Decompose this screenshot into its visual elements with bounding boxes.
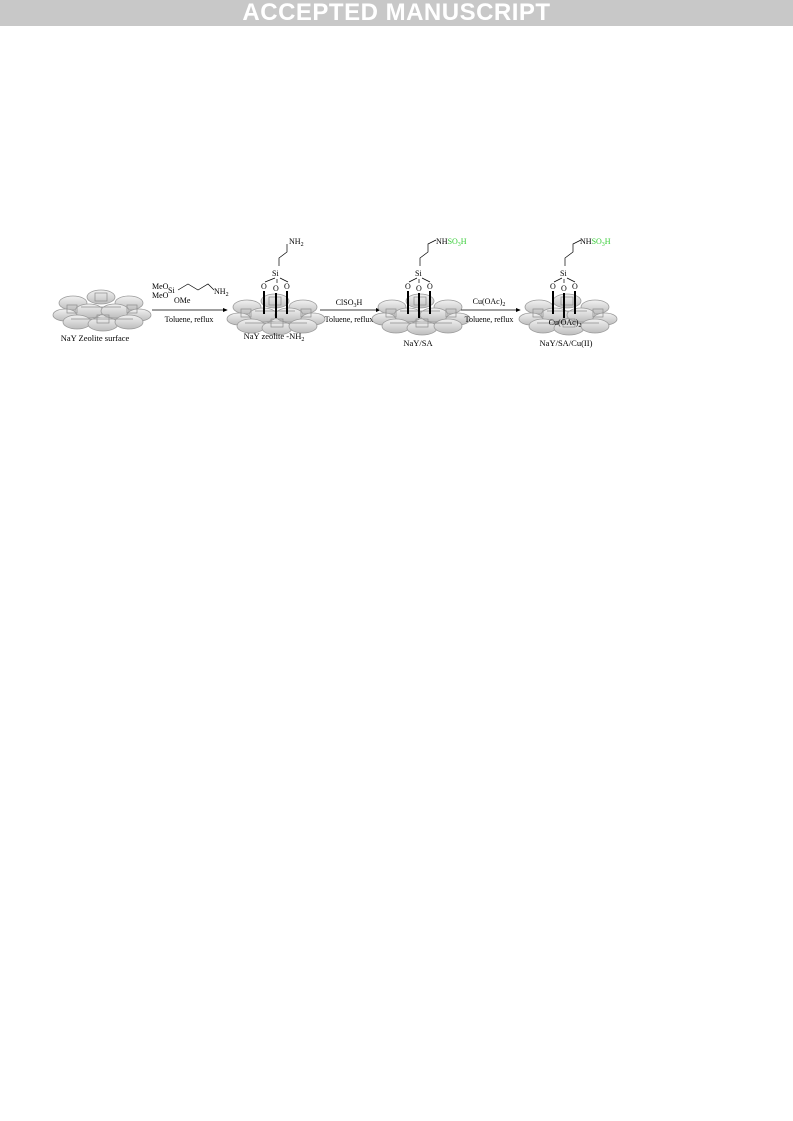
arrow-1-conditions: Toluene, reflux <box>165 315 214 324</box>
stage-2-amino-zeolite: NH2 Si O O O NaY zeolite -NH2 <box>226 237 326 343</box>
stage-2-o-left: O <box>261 282 267 291</box>
stage-3-o-right: O <box>427 282 433 291</box>
stage-4-o-right: O <box>572 282 578 291</box>
stage-2-o-mid: O <box>273 284 279 293</box>
zeolite-cage-1 <box>52 289 152 332</box>
reagent-meo-top: MeO <box>152 282 169 291</box>
banner-text: ACCEPTED MANUSCRIPT <box>242 0 551 26</box>
reagent-propyl-chain <box>177 283 215 291</box>
manuscript-banner: ACCEPTED MANUSCRIPT <box>0 0 793 26</box>
stage-3-si: Si <box>415 269 422 278</box>
stage-2-top-nh2: NH2 <box>289 237 304 248</box>
arrow-3-conditions: Toluene, reflux <box>465 315 514 324</box>
reaction-arrow-1: Toluene, reflux <box>152 307 228 324</box>
zeolite-cage-4 <box>518 293 618 336</box>
arrow-3-reagent: Cu(OAc)2 <box>473 297 506 308</box>
reagent-nh2: NH2 <box>214 287 229 298</box>
stage-3-top-group: NHSO3H <box>436 237 467 248</box>
stage-3-o-mid: O <box>416 284 422 293</box>
arrow-2-reagent: ClSO3H <box>336 298 363 309</box>
stage-4-copper-catalyst: NHSO3H Si O O O Cu(OAc)2 NaY/SA/Cu(II) <box>518 237 618 348</box>
reagent-meo-bottom: MeO <box>152 291 169 300</box>
reagent-ome: OMe <box>174 296 191 305</box>
stage-4-label: NaY/SA/Cu(II) <box>540 338 593 348</box>
zeolite-cage-3 <box>371 293 471 336</box>
reaction-arrow-3: Cu(OAc)2 Toluene, reflux <box>461 297 521 324</box>
stage-2-o-right: O <box>284 282 290 291</box>
stage-3-label: NaY/SA <box>403 338 433 348</box>
stage-4-o-left: O <box>550 282 556 291</box>
stage-2-si: Si <box>272 269 279 278</box>
stage-3-sulfamic-zeolite: NHSO3H Si O O O NaY/SA <box>371 237 471 348</box>
stage-4-o-mid: O <box>561 284 567 293</box>
stage-4-top-group: NHSO3H <box>580 237 611 248</box>
reagent-si: Si <box>168 286 175 295</box>
stage-1-label: NaY Zeolite surface <box>61 333 130 343</box>
stage-4-si: Si <box>560 269 567 278</box>
stage-1-zeolite: NaY Zeolite surface <box>52 289 152 343</box>
reaction-arrow-2: ClSO3H Toluene, reflux <box>320 298 381 324</box>
reagent-aminosilane: MeO MeO Si OMe NH2 <box>152 282 229 305</box>
stage-4-copper: Cu(OAc)2 <box>549 318 582 329</box>
stage-3-o-left: O <box>405 282 411 291</box>
stage-2-label: NaY zeolite -NH2 <box>244 331 305 343</box>
arrow-2-conditions: Toluene, reflux <box>325 315 374 324</box>
